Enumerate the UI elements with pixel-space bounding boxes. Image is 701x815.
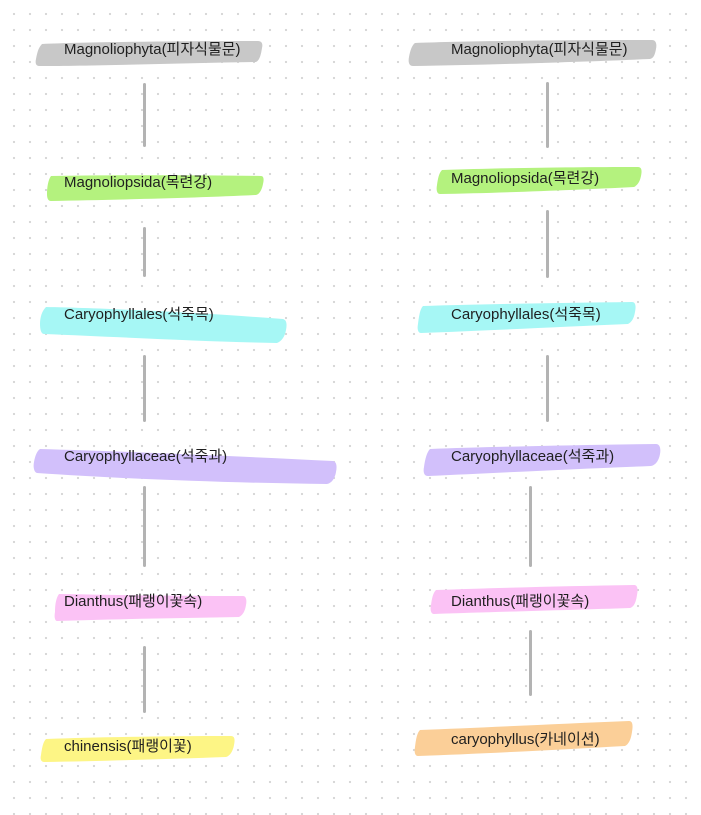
left-node-species[interactable]: chinensis(패랭이꽃) — [40, 735, 235, 762]
left-order-highlight — [40, 307, 287, 343]
right-node-genus[interactable]: Dianthus(패랭이꽃속) — [430, 585, 638, 616]
left-node-class[interactable]: Magnoliopsida(목련강) — [47, 171, 264, 201]
right-order-highlight — [417, 302, 636, 333]
left-connector-family-genus — [143, 486, 146, 567]
right-connector-class-order — [546, 210, 549, 278]
right-phylum-highlight — [408, 40, 657, 66]
left-family-label: Caryophyllaceae(석죽과) — [64, 448, 228, 465]
right-order-label: Caryophyllales(석죽목) — [451, 306, 601, 323]
right-node-family[interactable]: Caryophyllaceae(석죽과) — [423, 444, 661, 476]
left-family-highlight — [33, 449, 337, 484]
left-genus-highlight — [54, 594, 247, 621]
right-family-label: Caryophyllaceae(석죽과) — [451, 448, 615, 465]
right-genus-label: Dianthus(패랭이꽃속) — [451, 593, 590, 610]
left-connector-class-order — [143, 227, 146, 277]
left-genus-label: Dianthus(패랭이꽃속) — [64, 593, 203, 610]
right-connector-genus-species — [529, 630, 532, 696]
left-connector-phylum-class — [143, 83, 146, 147]
left-node-phylum[interactable]: Magnoliophyta(피자식물문) — [35, 38, 263, 66]
right-connector-order-family — [546, 355, 549, 422]
right-species-label: caryophyllus(카네이션) — [451, 731, 600, 748]
right-species-highlight — [414, 721, 633, 756]
left-class-highlight — [47, 175, 264, 201]
left-connector-order-family — [143, 355, 146, 422]
right-phylum-label: Magnoliophyta(피자식물문) — [451, 41, 628, 58]
right-family-highlight — [423, 444, 661, 476]
left-connector-genus-species — [143, 646, 146, 713]
right-connector-family-genus — [529, 486, 532, 567]
left-species-highlight — [40, 736, 235, 762]
right-node-species[interactable]: caryophyllus(카네이션) — [414, 721, 633, 756]
left-phylum-highlight — [35, 41, 263, 66]
left-node-genus[interactable]: Dianthus(패랭이꽃속) — [54, 590, 247, 621]
right-genus-highlight — [430, 585, 638, 614]
right-node-class[interactable]: Magnoliopsida(목련강) — [436, 167, 642, 194]
right-node-order[interactable]: Caryophyllales(석죽목) — [417, 302, 636, 333]
left-species-label: chinensis(패랭이꽃) — [64, 738, 192, 755]
right-connector-phylum-class — [546, 82, 549, 148]
right-class-highlight — [436, 167, 642, 194]
left-order-label: Caryophyllales(석죽목) — [64, 306, 214, 323]
left-class-label: Magnoliopsida(목련강) — [64, 174, 213, 191]
left-node-family[interactable]: Caryophyllaceae(석죽과) — [33, 445, 337, 484]
left-phylum-label: Magnoliophyta(피자식물문) — [64, 41, 241, 58]
right-class-label: Magnoliopsida(목련강) — [451, 170, 600, 187]
right-node-phylum[interactable]: Magnoliophyta(피자식물문) — [408, 38, 657, 66]
left-node-order[interactable]: Caryophyllales(석죽목) — [40, 303, 287, 343]
